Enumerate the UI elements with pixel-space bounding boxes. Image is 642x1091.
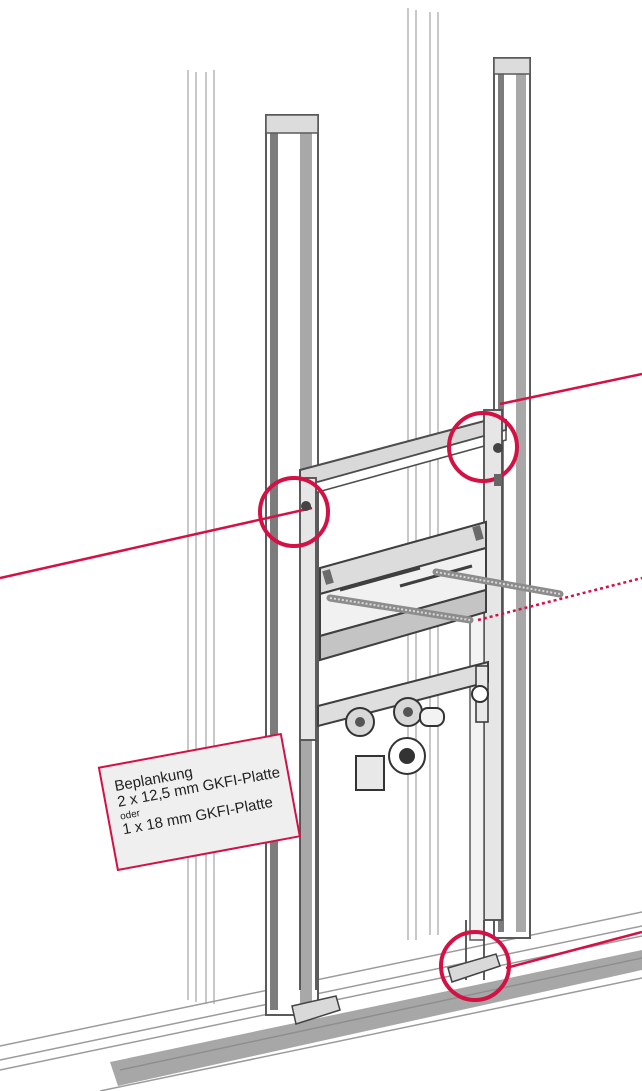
detail-circles <box>258 411 519 1002</box>
detail-circle-bottom-right <box>439 930 511 1002</box>
pipe-assembly <box>317 660 489 791</box>
detail-circle-left <box>258 476 330 548</box>
floor-track <box>110 950 642 1086</box>
threaded-rods <box>326 568 564 624</box>
red-guidelines <box>0 372 642 970</box>
detail-circle-top-right <box>447 411 519 483</box>
fastener-markers <box>301 443 503 511</box>
background-studs <box>187 8 439 1004</box>
foot-brackets <box>291 953 501 1025</box>
sheathing-label: Beplankung 2 x 12,5 mm GKFI-Platte oder … <box>84 705 313 890</box>
mounting-plate <box>319 520 487 662</box>
